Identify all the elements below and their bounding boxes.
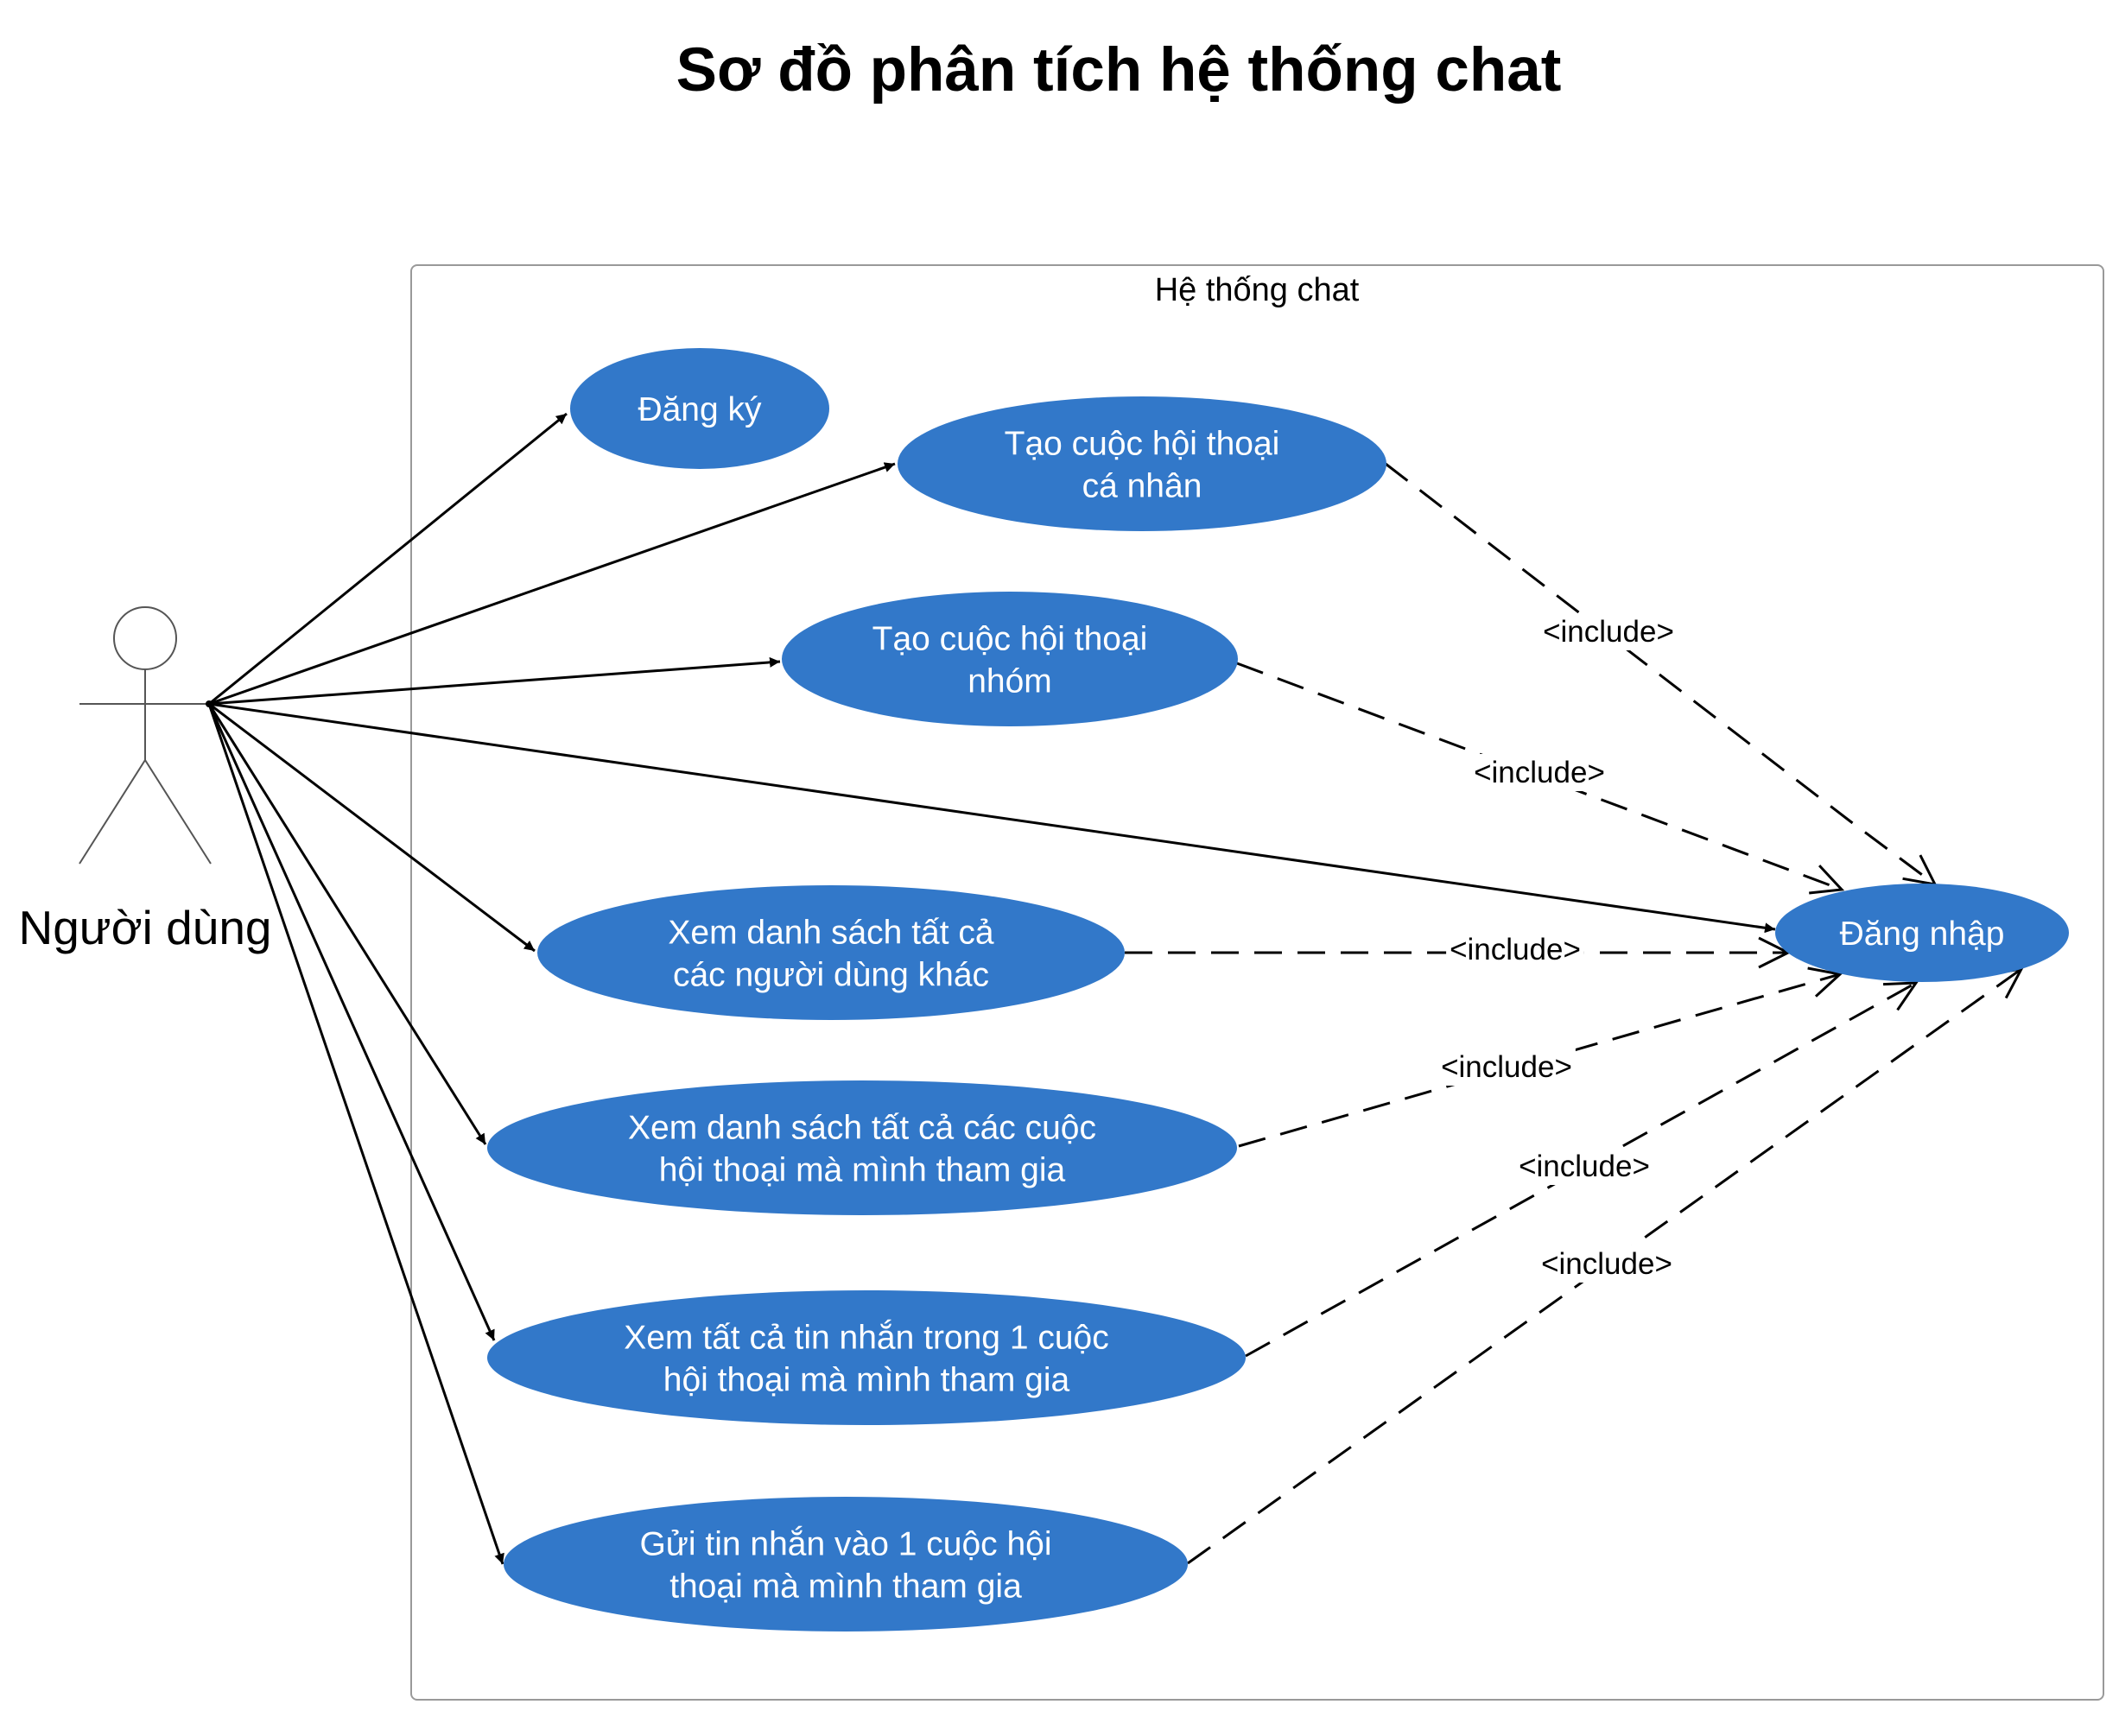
include-label-text: <include> bbox=[1543, 615, 1674, 649]
actor-label: Người dùng bbox=[18, 901, 271, 954]
include-label-text: <include> bbox=[1441, 1050, 1572, 1084]
include-label-tao-ca-nhan: <include> bbox=[1539, 613, 1678, 650]
association-line-tao-nhom bbox=[208, 656, 781, 706]
use-case-ellipse bbox=[898, 396, 1386, 531]
include-label-xem-nguoi-dung: <include> bbox=[1446, 931, 1584, 968]
use-case-label: cá nhân bbox=[1082, 468, 1202, 505]
use-case-ellipse bbox=[782, 592, 1238, 726]
association-line-xem-tin-nhan bbox=[207, 703, 496, 1341]
include-label-text: <include> bbox=[1474, 756, 1605, 789]
use-case-dang-ky: Đăng ký bbox=[570, 348, 829, 469]
association-line-tao-ca-nhan bbox=[208, 462, 896, 706]
use-case-ellipse bbox=[537, 885, 1125, 1020]
use-case-label: hội thoại mà mình tham gia bbox=[659, 1152, 1066, 1189]
include-arrowhead-xem-hoi-thoai bbox=[1807, 966, 1843, 998]
include-arrowhead-tao-nhom bbox=[1809, 865, 1845, 895]
include-arrowhead-xem-tin-nhan bbox=[1882, 981, 1919, 1011]
include-label-background bbox=[1437, 1049, 1576, 1086]
include-label-text: <include> bbox=[1519, 1150, 1650, 1183]
association-line-xem-nguoi-dung bbox=[208, 702, 536, 953]
use-case-gui-tin-nhan: Gửi tin nhắn vào 1 cuộc hội thoại mà mình… bbox=[504, 1497, 1188, 1631]
include-labels: <include> <include> <include> <include> <inc… bbox=[1437, 613, 1678, 1283]
use-case-tao-nhom: Tạo cuộc hội thoại nhóm bbox=[782, 592, 1238, 726]
use-case-tao-ca-nhan: Tạo cuộc hội thoại cá nhân bbox=[898, 396, 1386, 531]
association-origin-dot bbox=[206, 700, 213, 707]
association-line-dang-nhap bbox=[208, 702, 1776, 934]
include-label-gui-tin-nhan: <include> bbox=[1538, 1245, 1676, 1283]
include-label-text: <include> bbox=[1450, 933, 1581, 966]
use-case-label: Tạo cuộc hội thoại bbox=[872, 621, 1148, 658]
include-line-tao-ca-nhan bbox=[1385, 462, 1936, 886]
actor: Người dùng bbox=[18, 606, 272, 954]
use-case-label: Xem danh sách tất cả các cuộc bbox=[628, 1110, 1096, 1147]
use-case-label: nhóm bbox=[968, 663, 1052, 700]
include-label-background bbox=[1538, 1245, 1676, 1283]
use-case-xem-tin-nhan: Xem tất cả tin nhắn trong 1 cuộc hội thoạ… bbox=[487, 1290, 1246, 1425]
include-label-background bbox=[1515, 1148, 1653, 1185]
include-label-background bbox=[1446, 931, 1584, 968]
include-arrowhead-tao-ca-nhan bbox=[1902, 854, 1938, 887]
use-case-xem-hoi-thoai: Xem danh sách tất cả các cuộc hội thoại m… bbox=[487, 1080, 1237, 1215]
system-boundary-label: Hệ thống chat bbox=[1155, 272, 1360, 308]
use-case-label: Tạo cuộc hội thoại bbox=[1005, 426, 1280, 463]
include-label-background bbox=[1539, 613, 1678, 650]
use-case-ellipse bbox=[1775, 884, 2069, 982]
association-line-dang-ky bbox=[208, 412, 568, 706]
association-line-xem-hoi-thoai bbox=[207, 703, 487, 1145]
diagram-title: Sơ đồ phân tích hệ thống chat bbox=[676, 36, 1562, 105]
actor-stick-figure bbox=[79, 606, 212, 865]
association-line-gui-tin-nhan bbox=[207, 703, 504, 1565]
use-case-label: các người dùng khác bbox=[673, 957, 989, 994]
include-label-text: <include> bbox=[1541, 1247, 1672, 1281]
use-case-label: thoại mà mình tham gia bbox=[669, 1568, 1022, 1606]
use-case-label: Xem danh sách tất cả bbox=[668, 915, 994, 952]
use-case-ellipse bbox=[570, 348, 829, 469]
use-case-dang-nhap: Đăng nhập bbox=[1775, 884, 2069, 982]
association-lines bbox=[206, 412, 1776, 1565]
system-boundary bbox=[410, 264, 2104, 1701]
use-case-ellipse bbox=[487, 1290, 1246, 1425]
use-case-label: Gửi tin nhắn vào 1 cuộc hội bbox=[639, 1526, 1051, 1563]
use-case-ellipse bbox=[487, 1080, 1237, 1215]
use-case-label: Xem tất cả tin nhắn trong 1 cuộc bbox=[624, 1320, 1109, 1357]
use-case-ellipse bbox=[504, 1497, 1188, 1631]
use-case-label: Đăng nhập bbox=[1840, 916, 2005, 953]
use-case-label: Đăng ký bbox=[638, 391, 762, 428]
include-label-xem-hoi-thoai: <include> bbox=[1437, 1049, 1576, 1086]
use-case-label: hội thoại mà mình tham gia bbox=[663, 1362, 1070, 1399]
include-label-xem-tin-nhan: <include> bbox=[1515, 1148, 1653, 1185]
include-label-tao-nhom: <include> bbox=[1470, 754, 1608, 791]
include-label-background bbox=[1470, 754, 1608, 791]
use-case-xem-nguoi-dung: Xem danh sách tất cả các người dùng khác bbox=[537, 885, 1125, 1020]
